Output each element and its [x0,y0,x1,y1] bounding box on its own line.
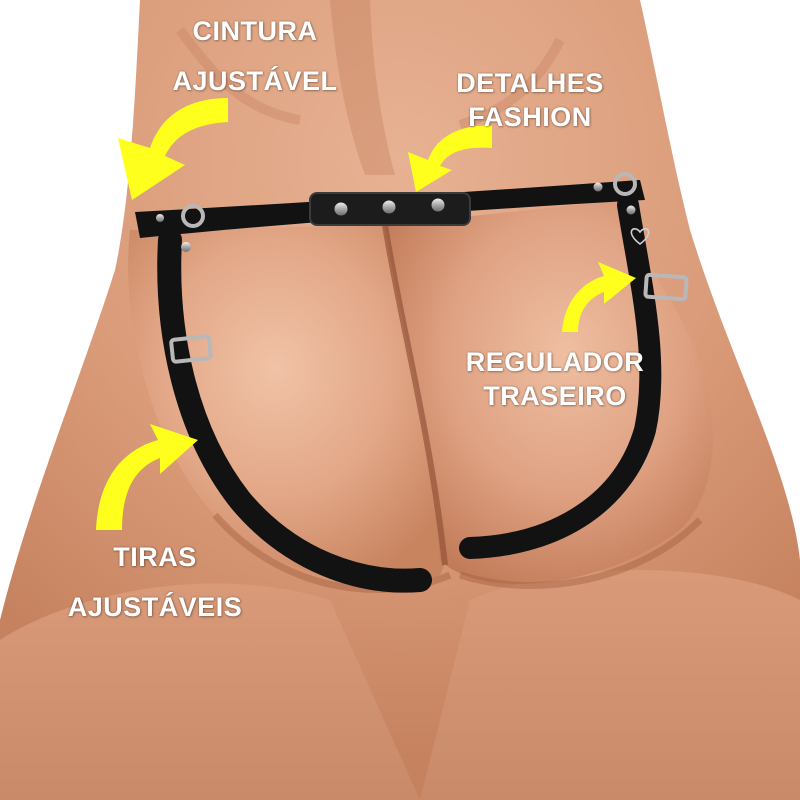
label-line: CINTURA [192,16,318,46]
rivet-icon [156,182,636,252]
ring-icon [181,172,637,228]
curved-arrow-icon [96,98,636,530]
label-line: FASHION [468,102,592,132]
label-line: TIRAS [113,542,197,572]
harness-straps [135,172,689,593]
label-line: AJUSTÁVEL [172,66,338,96]
heart-logo-icon [630,228,650,246]
label-tiras-ajustaveis: TIRAS AJUSTÁVEIS [40,540,270,624]
buckle-icon [169,272,689,364]
label-detalhes-fashion: DETALHES FASHION [430,66,630,134]
label-cintura-ajustavel: CINTURA AJUSTÁVEL [150,14,360,98]
label-line: REGULADOR [465,347,645,377]
label-regulador-traseiro: REGULADOR TRASEIRO [445,345,665,413]
label-line: AJUSTÁVEIS [67,592,243,622]
label-line: DETALHES [456,68,604,98]
label-line: TRASEIRO [483,381,627,411]
